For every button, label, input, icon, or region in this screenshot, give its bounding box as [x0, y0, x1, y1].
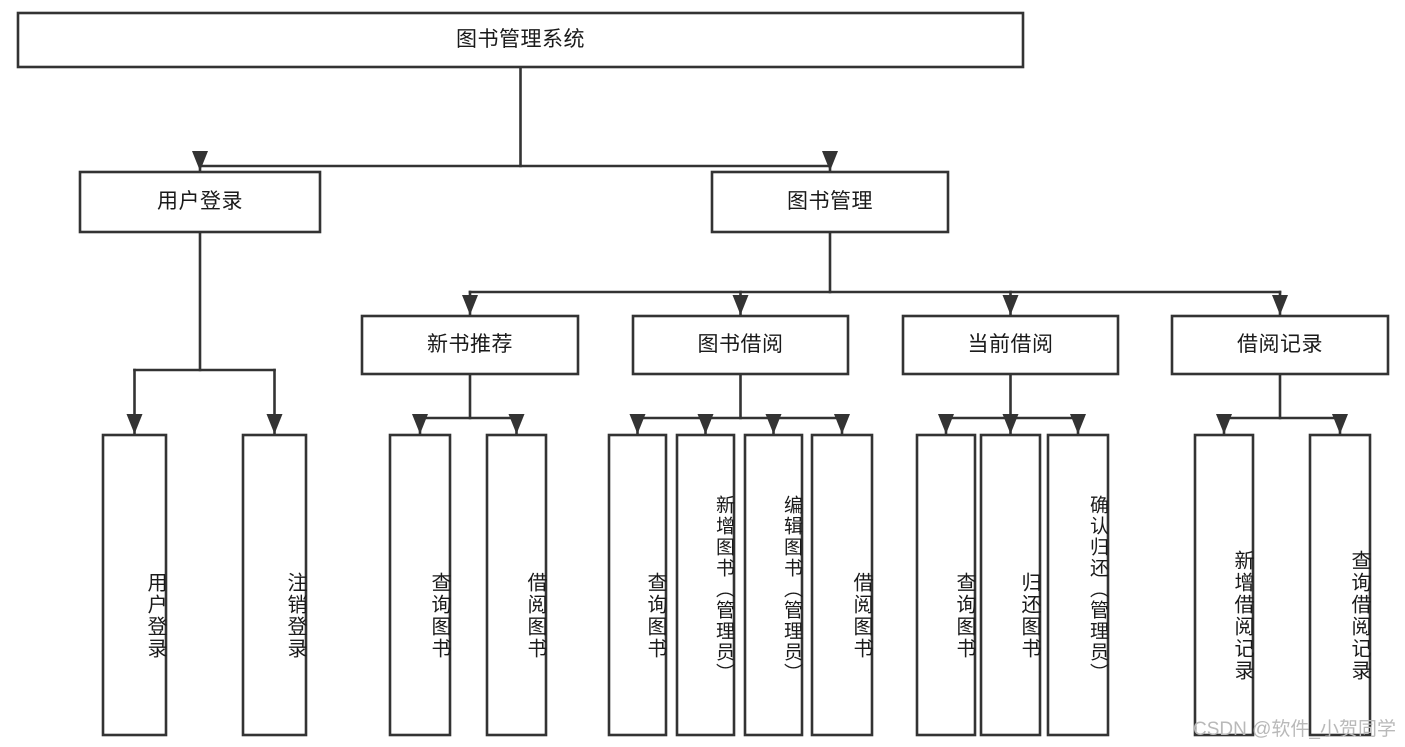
node-box-l-borrow-book-2[interactable] — [810, 433, 874, 737]
arrow-head-icon — [1332, 414, 1348, 434]
box-layer — [16, 11, 1390, 737]
arrow-head-icon — [412, 414, 428, 434]
node-box-n-record[interactable] — [1170, 314, 1390, 376]
node-box-l-edit-book[interactable] — [743, 433, 804, 737]
arrow-head-icon — [822, 151, 838, 171]
node-box-root[interactable] — [16, 11, 1025, 69]
arrow-head-icon — [765, 414, 782, 434]
node-box-l-add-book[interactable] — [675, 433, 736, 737]
arrow-head-icon — [834, 414, 850, 434]
node-box-n-current[interactable] — [901, 314, 1120, 376]
arrow-head-icon — [938, 414, 954, 434]
arrow-head-icon — [1002, 295, 1019, 315]
arrow-head-icon — [1272, 295, 1288, 315]
arrow-head-icon — [266, 414, 283, 434]
node-box-l-query-book-1[interactable] — [388, 433, 452, 737]
node-box-n-new-book[interactable] — [360, 314, 580, 376]
node-box-l-borrow-book-1[interactable] — [485, 433, 548, 737]
node-box-l-return-book[interactable] — [979, 433, 1042, 737]
node-box-l-user-logout[interactable] — [241, 433, 308, 737]
arrow-head-icon — [462, 295, 478, 315]
node-box-l-query-book-2[interactable] — [607, 433, 668, 737]
node-box-l-user-login[interactable] — [101, 433, 168, 737]
node-box-n-user-login[interactable] — [78, 170, 322, 234]
arrow-head-icon — [1070, 414, 1086, 434]
node-box-n-borrow[interactable] — [631, 314, 850, 376]
node-box-l-add-record[interactable] — [1193, 433, 1255, 737]
connector-layer — [126, 65, 1348, 436]
arrow-head-icon — [1002, 414, 1019, 434]
node-box-l-query-book-3[interactable] — [915, 433, 977, 737]
arrow-head-icon — [629, 414, 646, 434]
arrow-head-icon — [192, 151, 208, 171]
arrow-head-icon — [1216, 414, 1232, 434]
node-box-l-query-record[interactable] — [1308, 433, 1372, 737]
arrow-head-icon — [126, 414, 143, 434]
arrow-head-icon — [508, 414, 525, 434]
node-box-n-book-mgmt[interactable] — [710, 170, 950, 234]
arrow-head-icon — [697, 414, 714, 434]
node-box-l-confirm-return[interactable] — [1046, 433, 1110, 737]
arrow-head-icon — [732, 295, 749, 315]
